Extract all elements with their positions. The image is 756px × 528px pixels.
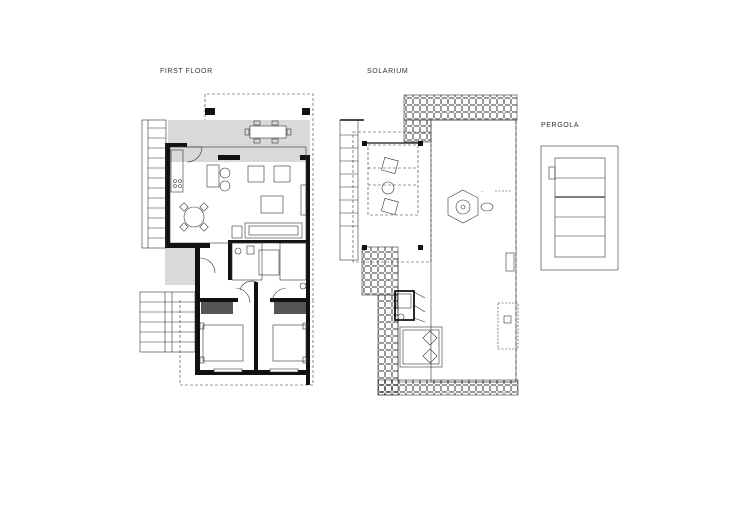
kitchen-counter — [170, 149, 184, 193]
outdoor-dining-table — [447, 189, 479, 224]
walls — [165, 108, 310, 385]
balcony-fill — [165, 245, 197, 285]
svg-text:---: --- — [481, 190, 484, 193]
plant — [381, 181, 395, 195]
pergola-detail — [548, 166, 556, 180]
bathroom-1 — [231, 242, 263, 281]
pergola-title: PERGOLA — [541, 122, 580, 129]
bed — [272, 324, 307, 362]
covered-area — [352, 131, 432, 263]
solarium-plan: --- — [339, 94, 519, 396]
lounger — [381, 198, 399, 215]
tile-border-top — [403, 94, 518, 121]
left-stairs — [139, 119, 196, 353]
bathroom-2 — [279, 242, 307, 281]
outdoor-kitchen — [394, 290, 415, 321]
shower — [258, 249, 280, 276]
pergola-plan — [540, 145, 619, 271]
lounger — [381, 157, 399, 174]
dining-table — [183, 206, 205, 228]
solarium-title: SOLARIUM — [367, 68, 409, 75]
first-floor-title: FIRST FLOOR — [160, 68, 213, 75]
kitchen-island — [206, 164, 220, 188]
outdoor-shower — [505, 252, 515, 272]
armchair — [247, 165, 265, 183]
armchair — [273, 165, 291, 183]
entry-door — [186, 146, 203, 163]
wardrobe — [201, 302, 233, 314]
first-floor-plan — [139, 93, 314, 386]
wardrobe — [274, 302, 306, 314]
door-arc — [199, 257, 216, 274]
terrace-table — [249, 125, 287, 139]
roof-terrace — [430, 119, 517, 383]
sofa — [244, 222, 303, 239]
tile-border-bottom — [377, 379, 519, 396]
pergola-outline — [540, 145, 619, 271]
jacuzzi — [399, 326, 443, 368]
tile-border-left — [361, 246, 399, 296]
lower-dashed-outline — [179, 300, 314, 386]
bed — [202, 324, 244, 362]
coffee-table — [260, 195, 284, 214]
